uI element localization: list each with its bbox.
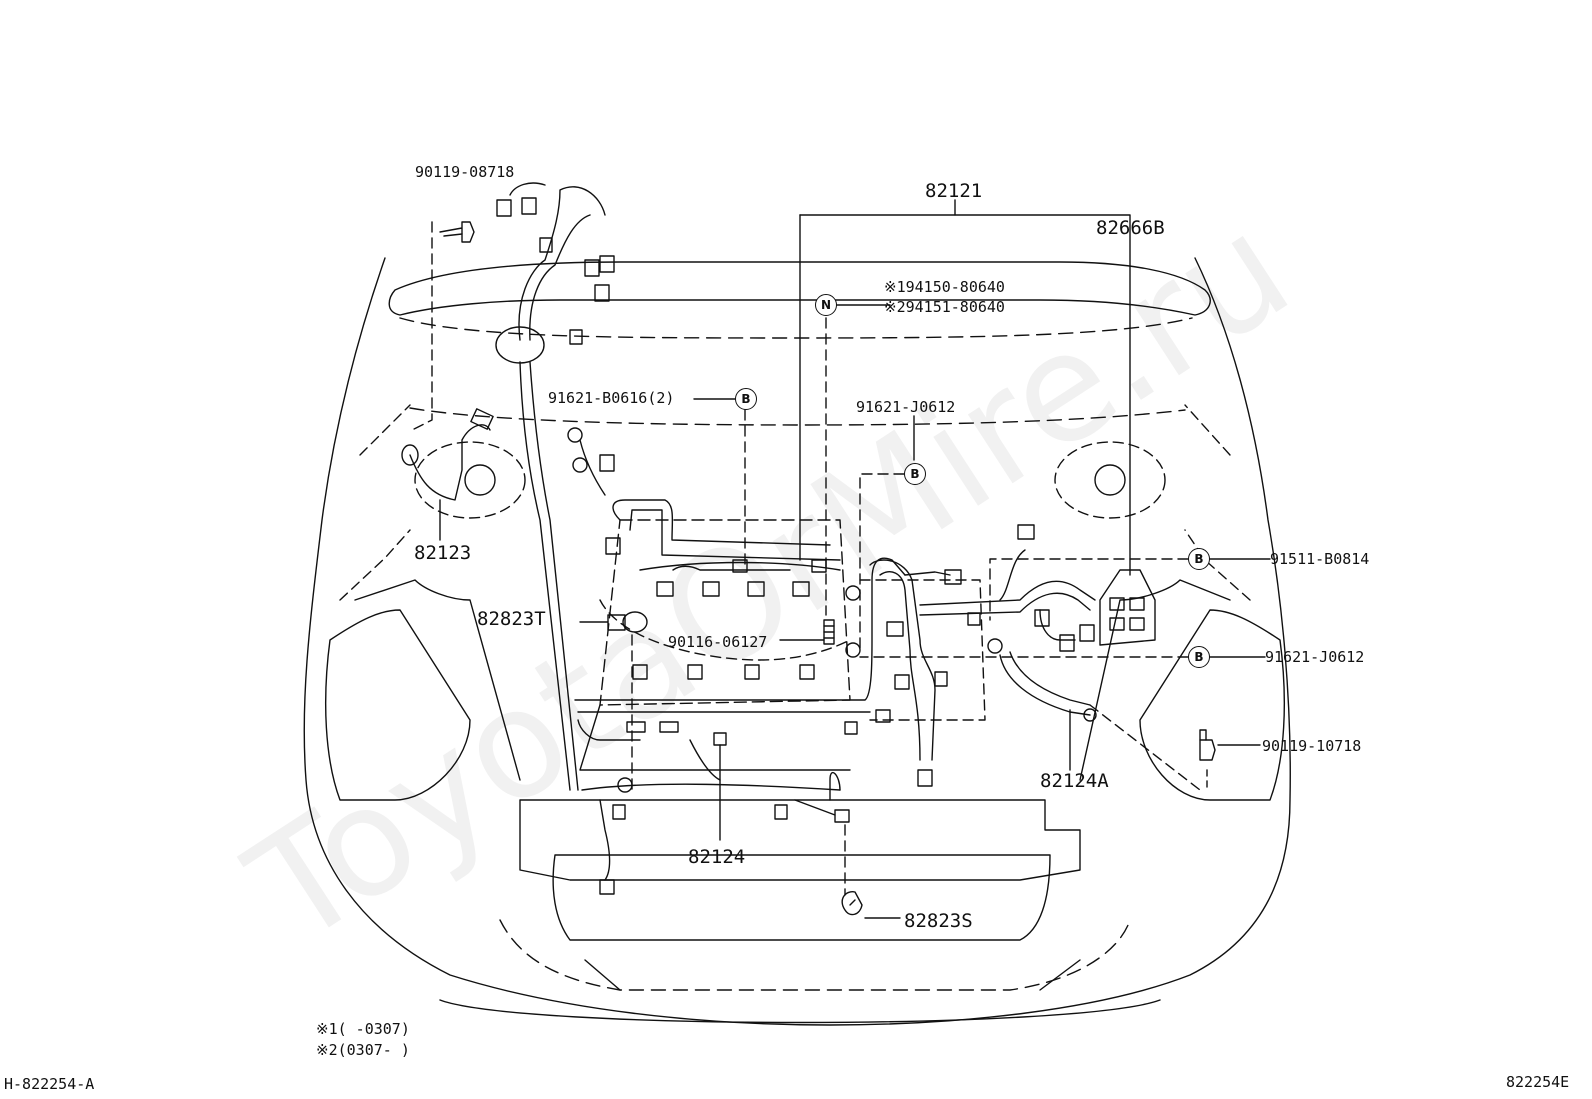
label-clip-82823s[interactable]: 82823S <box>904 910 973 932</box>
label-harness-82124a[interactable]: 82124A <box>1040 770 1109 792</box>
label-clamp-91621-b0616[interactable]: 91621-B0616(2) <box>548 389 675 407</box>
callout-clamp-b-center[interactable]: B <box>735 388 757 410</box>
label-clamp-91621-j0612-right[interactable]: 91621-J0612 <box>1265 648 1365 666</box>
label-bolt-90119-08718[interactable]: 90119-08718 <box>415 163 515 181</box>
drawing-code-right: 822254E <box>1506 1073 1570 1091</box>
leader-lines <box>579 199 1271 919</box>
label-stud-90116-06127[interactable]: 90116-06127 <box>668 633 768 651</box>
label-harness-82124[interactable]: 82124 <box>688 846 746 868</box>
note-applicability-1: ※1( -0307) <box>316 1020 410 1038</box>
label-harness-82123[interactable]: 82123 <box>414 542 472 564</box>
callout-nut-n[interactable]: N <box>815 294 837 316</box>
drawing-code-left: H-822254-A <box>4 1075 95 1093</box>
label-bolt-90119-10718[interactable]: 90119-10718 <box>1262 737 1362 755</box>
note-applicability-2: ※2(0307- ) <box>316 1041 410 1059</box>
vehicle-body-outline <box>303 257 1291 1026</box>
label-nut-94150-80640[interactable]: ※194150-80640 <box>884 278 1005 296</box>
harness-upper-branch <box>495 182 615 791</box>
callout-clamp-b-upper[interactable]: B <box>904 463 926 485</box>
label-harness-82121[interactable]: 82121 <box>925 180 983 202</box>
label-wire-82823t[interactable]: 82823T <box>477 608 546 630</box>
label-clamp-91511-b0814[interactable]: 91511-B0814 <box>1270 550 1370 568</box>
label-nut-94151-80640[interactable]: ※294151-80640 <box>884 298 1005 316</box>
harness-82123-drawing <box>401 221 494 541</box>
callout-clamp-b-lower-right[interactable]: B <box>1188 646 1210 668</box>
harness-82121-drawing <box>567 427 1216 916</box>
label-clamp-91621-j0612-upper[interactable]: 91621-J0612 <box>856 398 956 416</box>
label-bracket-82666b[interactable]: 82666B <box>1096 217 1165 239</box>
callout-clamp-b-right[interactable]: B <box>1188 548 1210 570</box>
